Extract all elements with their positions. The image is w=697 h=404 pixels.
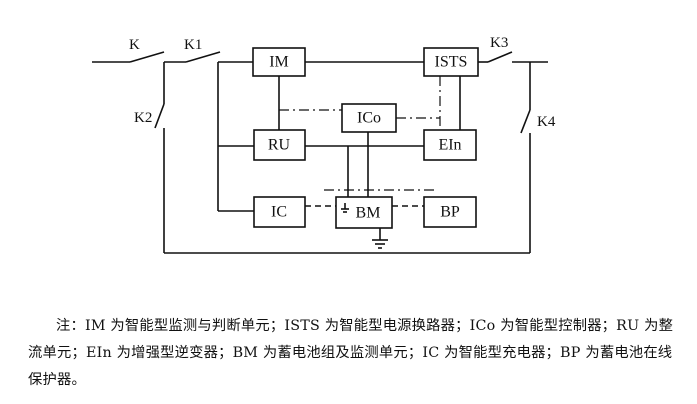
block-ru: RU — [253, 129, 306, 161]
block-im-label: IM — [269, 54, 289, 71]
block-ic-label: IC — [271, 204, 287, 221]
block-bp: BP — [423, 196, 477, 228]
block-im: IM — [252, 47, 306, 77]
block-bm: BM — [335, 196, 393, 229]
note-text: 注：IM 为智能型监测与判断单元；ISTS 为智能型电源换路器；ICo 为智能型… — [28, 318, 674, 388]
block-ein: EIn — [423, 129, 477, 161]
control-links — [279, 76, 441, 207]
block-ists: ISTS — [423, 47, 479, 77]
block-ico-label: ICo — [357, 110, 381, 127]
switch-k-label: K — [129, 37, 140, 53]
power-wires — [92, 51, 548, 254]
block-ico: ICo — [341, 103, 397, 133]
switch-k-blade — [129, 51, 165, 63]
switch-k1-blade — [185, 51, 221, 63]
block-bm-label: BM — [356, 205, 381, 222]
switch-k1-label: K1 — [184, 37, 202, 53]
block-ists-label: ISTS — [435, 54, 468, 71]
switch-k3-blade — [487, 51, 513, 63]
switch-k4-blade — [520, 109, 531, 134]
block-ein-label: EIn — [438, 137, 461, 154]
block-bp-label: BP — [440, 204, 460, 221]
switch-k3-label: K3 — [490, 35, 508, 51]
circuit-diagram: IM ISTS ICo RU EIn IC BM BP K K1 K2 K3 K… — [92, 35, 556, 254]
switch-k2-blade — [154, 103, 165, 129]
block-ic: IC — [253, 196, 306, 228]
block-ru-label: RU — [268, 137, 291, 154]
switch-k4-label: K4 — [537, 114, 556, 130]
switch-k2-label: K2 — [134, 110, 152, 126]
diagram-note: 注：IM 为智能型监测与判断单元；ISTS 为智能型电源换路器；ICo 为智能型… — [28, 313, 676, 394]
